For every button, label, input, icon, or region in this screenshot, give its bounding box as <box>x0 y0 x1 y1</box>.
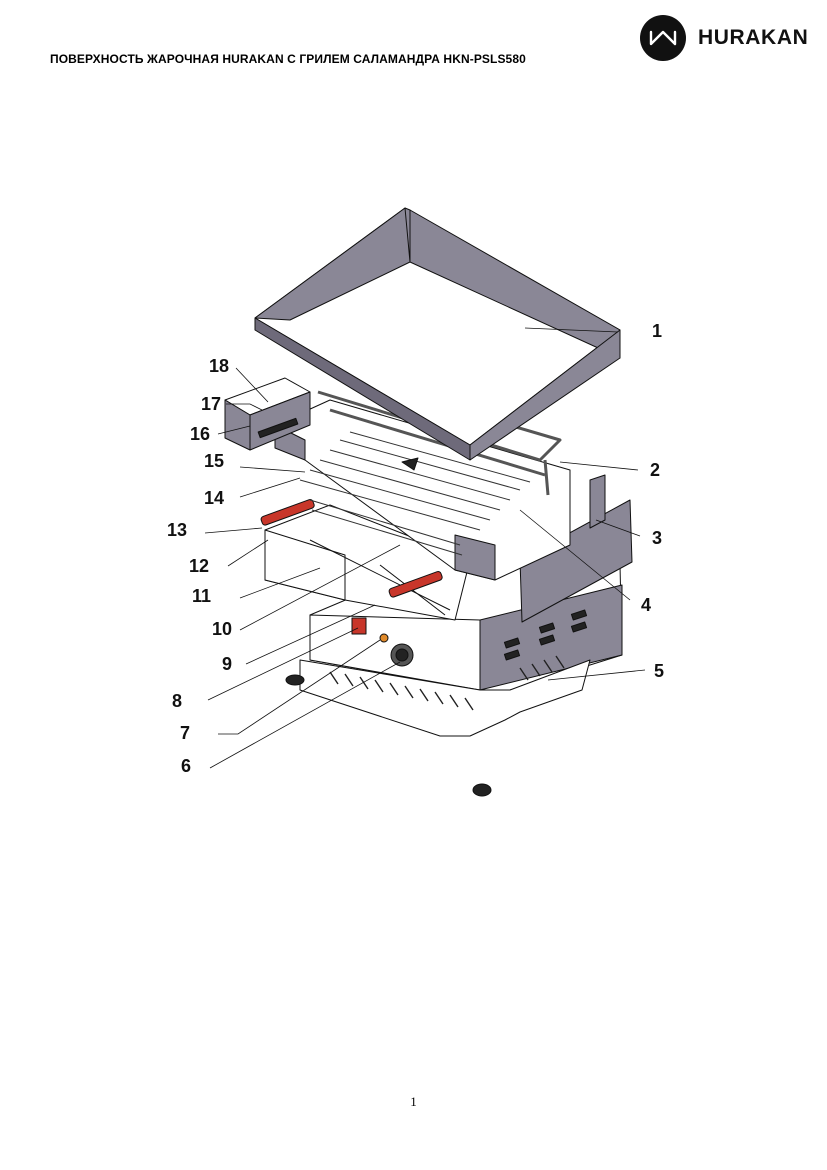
callout-16: 16 <box>190 424 210 444</box>
foot <box>472 783 492 797</box>
callout-4: 4 <box>641 595 651 615</box>
logo-text: HURAKAN <box>698 26 809 49</box>
crumb-tray <box>224 377 311 451</box>
callout-18: 18 <box>209 356 229 376</box>
callout-9: 9 <box>222 654 232 674</box>
callout-14: 14 <box>204 488 224 508</box>
callout-15: 15 <box>204 451 224 471</box>
callout-3: 3 <box>652 528 662 548</box>
callout-10: 10 <box>212 619 232 639</box>
control-elements <box>351 617 414 667</box>
callout-5: 5 <box>654 661 664 681</box>
handles <box>260 499 443 598</box>
document-title: ПОВЕРХНОСТЬ ЖАРОЧНАЯ HURAKAN С ГРИЛЕМ СА… <box>50 52 526 66</box>
callout-13: 13 <box>167 520 187 540</box>
callout-7: 7 <box>180 723 190 743</box>
callout-2: 2 <box>650 460 660 480</box>
brand-logo: HURAKAN <box>640 15 815 61</box>
side-panel <box>519 474 633 623</box>
callout-11: 11 <box>192 586 211 606</box>
callout-8: 8 <box>172 691 182 711</box>
bottom-plate <box>299 655 591 737</box>
callout-6: 6 <box>181 756 191 776</box>
callout-17: 17 <box>201 394 221 414</box>
page-number: 1 <box>410 1094 417 1109</box>
leader-lines <box>204 327 646 769</box>
callout-12: 12 <box>189 556 209 576</box>
callout-1: 1 <box>652 321 662 341</box>
foot <box>285 674 305 686</box>
griddle-plate <box>254 207 621 461</box>
wave-loop-icon <box>649 30 677 46</box>
logo-mark <box>640 15 686 61</box>
